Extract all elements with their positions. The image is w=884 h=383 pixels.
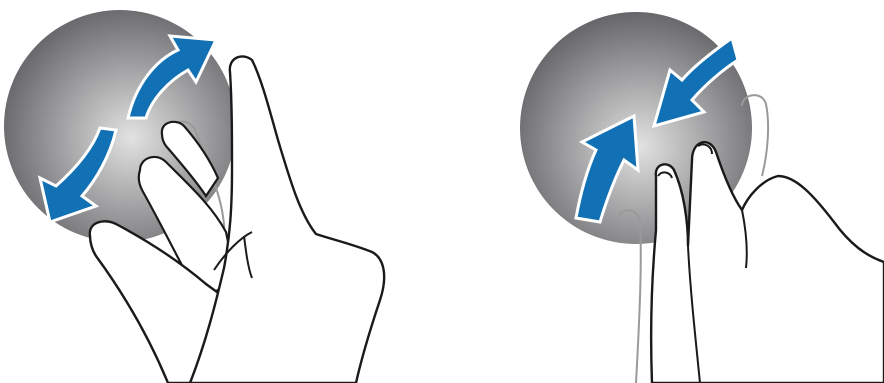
pinch-gesture-panel [442,0,884,383]
spread-gesture-panel [0,0,442,383]
spread-gesture-drawing [0,0,442,383]
pinch-gesture-drawing [442,0,884,383]
